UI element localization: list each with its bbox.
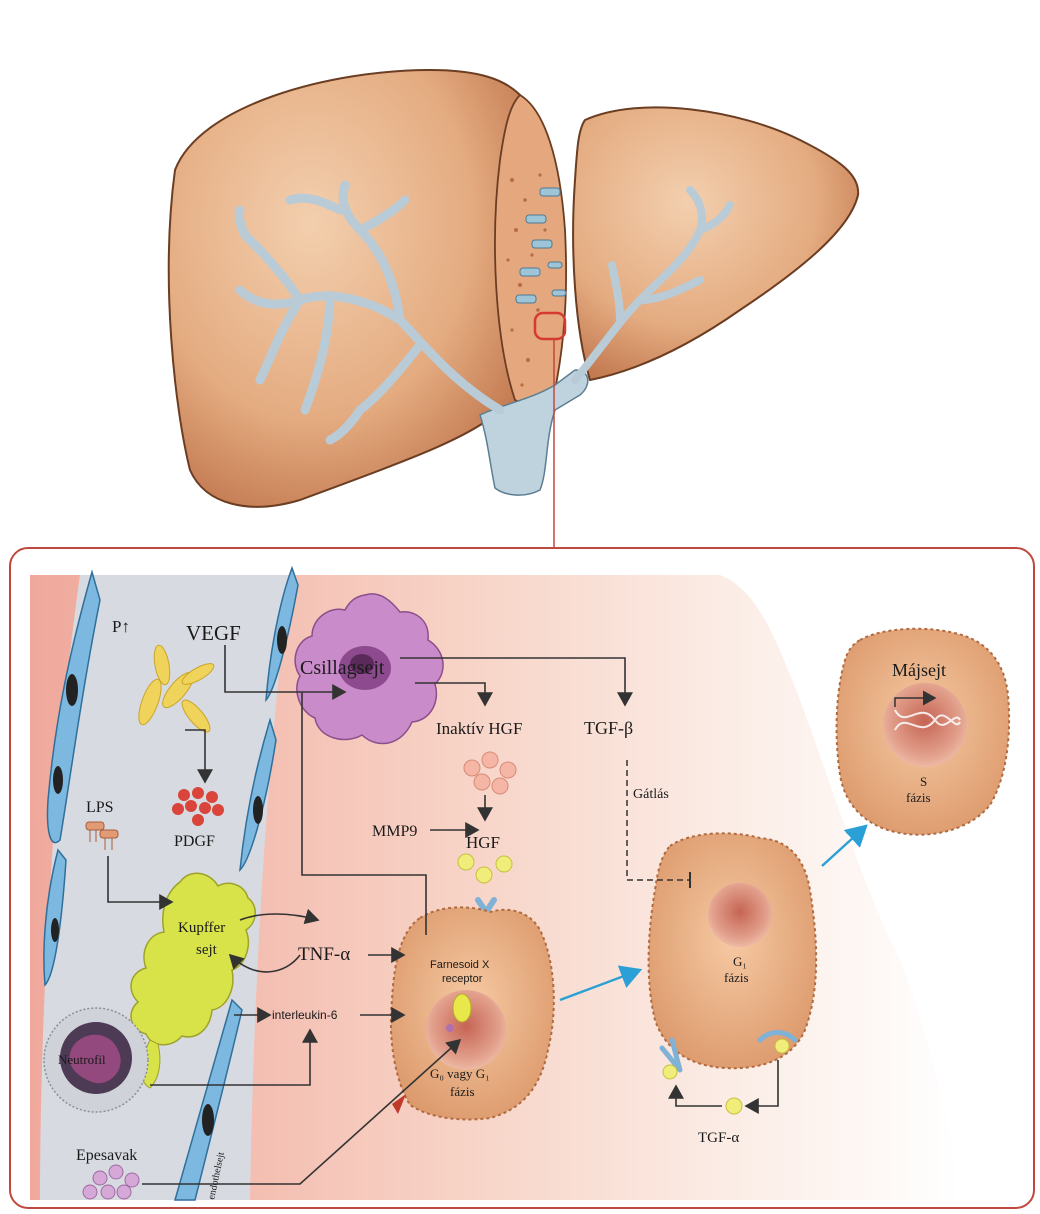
liver-left-lobe	[573, 107, 858, 380]
label-inaktiv-hgf: Inaktív HGF	[436, 719, 522, 738]
label-kupffer-1: Kupffer	[178, 920, 225, 936]
label-csillagsejt: Csillagsejt	[300, 657, 385, 679]
label-epesavak: Epesavak	[76, 1147, 137, 1164]
label-farnesoid-1: Farnesoid X	[430, 959, 490, 971]
liver-illustration	[169, 70, 858, 548]
label-g1-1: G₁	[733, 954, 747, 969]
label-s-2: fázis	[906, 790, 931, 805]
label-s-1: S	[920, 774, 927, 789]
label-g0g1-2: fázis	[450, 1084, 475, 1099]
label-kupffer-2: sejt	[196, 942, 218, 958]
label-farnesoid-2: receptor	[442, 973, 483, 985]
label-g0g1-1: G₀ vagy G₁	[430, 1066, 490, 1081]
label-tnf-alpha: TNF-α	[298, 944, 350, 965]
label-hgf: HGF	[466, 833, 500, 852]
label-gatlas: Gátlás	[633, 787, 669, 802]
label-p-arrow: P↑	[112, 617, 130, 636]
label-majsejt: Májsejt	[892, 660, 946, 680]
label-vegf: VEGF	[186, 621, 241, 645]
label-interleukin6: interleukin-6	[272, 1008, 338, 1022]
label-pdgf: PDGF	[174, 833, 215, 850]
label-tgf-alpha: TGF-α	[698, 1130, 739, 1146]
liver-right-lobe	[169, 70, 524, 507]
label-mmp9: MMP9	[372, 823, 417, 840]
label-lps: LPS	[86, 799, 114, 816]
label-neutrofil: Neutrofil	[58, 1052, 106, 1067]
liver-cut-surface	[495, 95, 566, 403]
label-g1-2: fázis	[724, 970, 749, 985]
label-tgf-beta: TGF-β	[584, 718, 633, 738]
